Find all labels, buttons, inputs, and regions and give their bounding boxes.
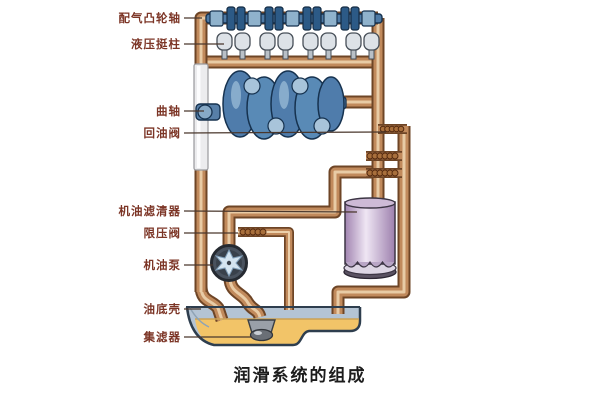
diagram-caption: 润滑系统的组成 [234,365,367,385]
oil-pan-outline [185,306,362,347]
label-strainer: 集滤器 [143,330,182,344]
oil-filter-illustration [343,197,397,280]
label-pressure-valve: 限压阀 [144,226,182,240]
label-return-valve: 回油阀 [144,126,182,140]
hydraulic-tappets-illustration [216,32,380,60]
oil-strainer [247,319,276,342]
crankshaft-illustration [195,70,347,140]
return-valve-spring [379,125,405,133]
leader-lines [183,17,387,338]
camshaft-illustration [205,6,383,31]
label-camshaft: 配气凸轮轴 [119,11,182,25]
oil-pump-illustration [210,244,248,282]
label-oil-pump: 机油泵 [144,258,182,272]
label-crankshaft: 曲轴 [156,104,181,118]
label-oil-pan: 油底壳 [144,302,182,316]
pressure-valve-spring [239,228,267,236]
label-tappet: 液压挺柱 [131,37,181,51]
valve-spring-upper [366,152,399,160]
label-oil-filter: 机油滤清器 [119,204,182,218]
valve-spring-lower [366,169,399,177]
